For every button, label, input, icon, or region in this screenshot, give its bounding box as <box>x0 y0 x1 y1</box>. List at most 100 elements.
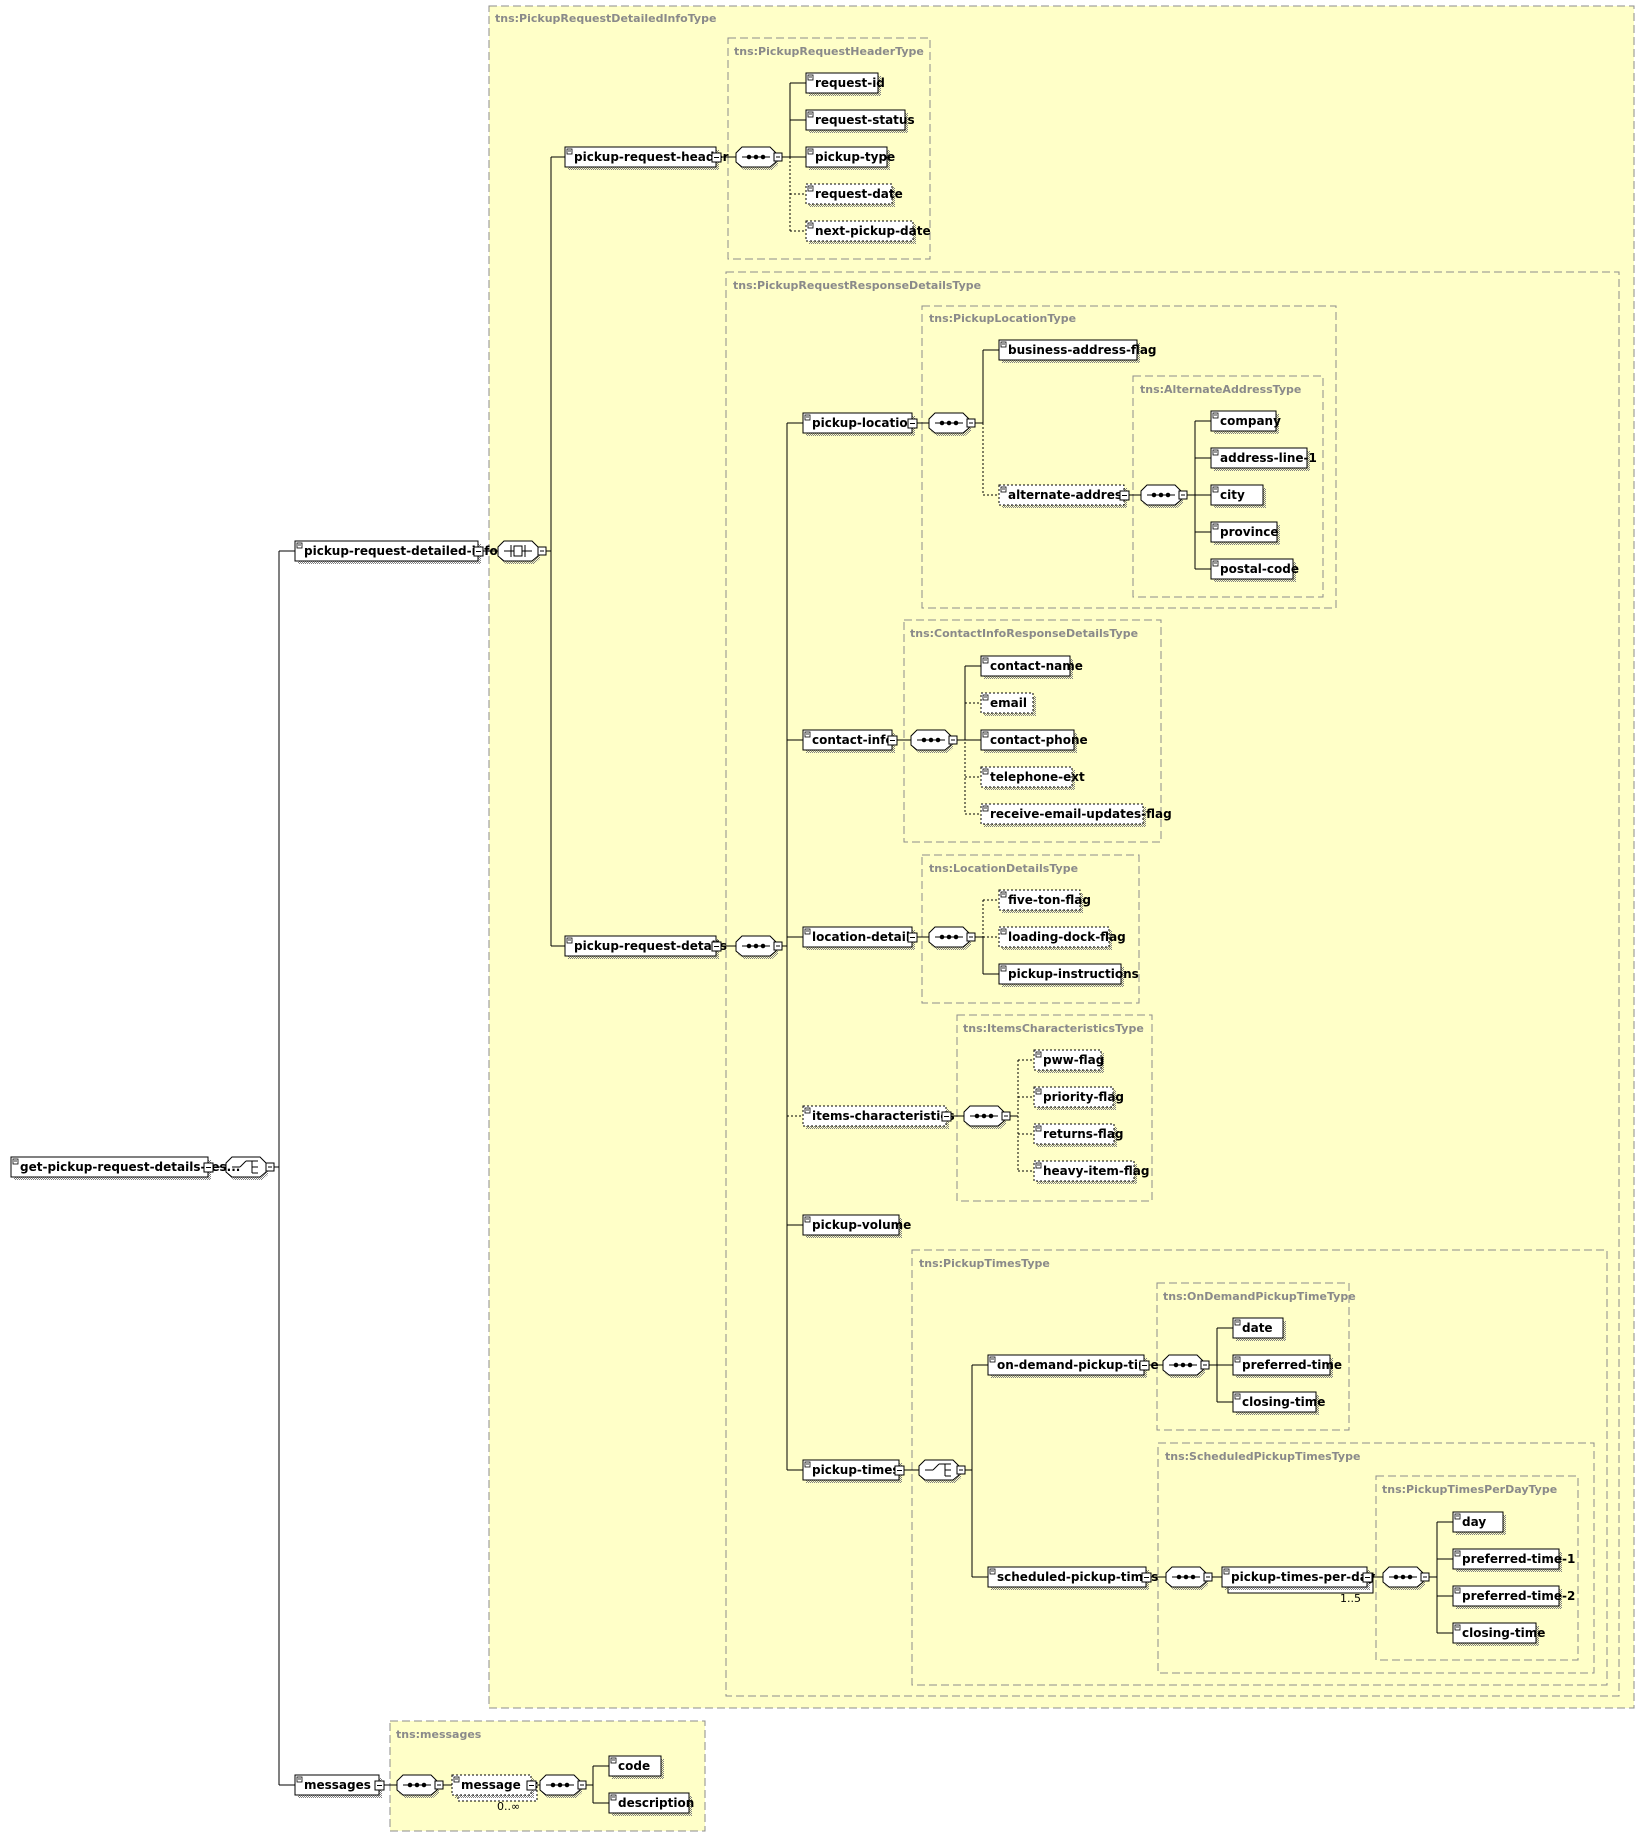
element-pww-flag[interactable]: pww-flag <box>1033 1049 1104 1073</box>
collapse-toggle-icon[interactable] <box>887 735 898 746</box>
element-label: preferred-time-2 <box>1462 1589 1575 1603</box>
element-location-details[interactable]: location-details <box>802 926 918 950</box>
type-label-items-characteristics: tns:ItemsCharacteristicsType <box>963 1022 1144 1035</box>
element-box <box>805 109 906 131</box>
element-email[interactable]: email <box>980 692 1036 716</box>
element-contact-info[interactable]: contact-info <box>802 729 898 753</box>
element-message[interactable]: message <box>451 1774 538 1802</box>
element-box <box>1210 447 1308 469</box>
element-receive-email-updates-flag[interactable]: receive-email-updates-flag <box>980 803 1172 827</box>
element-pickup-times-per-day[interactable]: pickup-times-per-day <box>1221 1566 1375 1594</box>
element-glyph-icon <box>1000 486 1007 493</box>
element-box <box>1210 410 1277 432</box>
element-label: priority-flag <box>1043 1090 1124 1104</box>
element-contact-phone[interactable]: contact-phone <box>980 729 1088 753</box>
collapse-toggle-icon[interactable] <box>907 932 918 943</box>
element-box <box>980 692 1034 714</box>
element-postal-code[interactable]: postal-code <box>1210 558 1299 582</box>
collapse-toggle-icon[interactable] <box>941 1111 952 1122</box>
collapse-toggle-icon[interactable] <box>894 1465 905 1476</box>
element-pickup-request-detailed-info[interactable]: pickup-request-detailed-info <box>294 540 498 564</box>
collapse-toggle-icon[interactable] <box>711 941 722 952</box>
element-description[interactable]: description <box>608 1792 694 1816</box>
element-request-date[interactable]: request-date <box>805 183 903 207</box>
element-province[interactable]: province <box>1210 521 1280 545</box>
collapse-toggle-icon[interactable] <box>1362 1572 1373 1583</box>
element-priority-flag[interactable]: priority-flag <box>1033 1086 1124 1110</box>
element-label: description <box>618 1796 694 1810</box>
element-glyph-icon <box>1000 891 1007 898</box>
element-box <box>980 766 1073 788</box>
element-root[interactable]: get-pickup-request-details-res... <box>10 1156 240 1180</box>
element-pickup-instructions[interactable]: pickup-instructions <box>998 963 1139 987</box>
element-pickup-location[interactable]: pickup-location <box>802 412 918 436</box>
element-box <box>1033 1049 1102 1071</box>
collapse-toggle-icon[interactable] <box>526 1780 537 1791</box>
element-request-id[interactable]: request-id <box>805 72 885 96</box>
element-label: pickup-request-detailed-info <box>304 544 498 558</box>
element-code[interactable]: code <box>608 1755 664 1779</box>
collapse-toggle-icon[interactable] <box>473 546 484 557</box>
sequence-items-characteristics <box>963 1105 1011 1129</box>
element-glyph-icon <box>804 1107 811 1114</box>
element-label: city <box>1220 488 1245 502</box>
choice-compositor-root <box>225 1156 275 1180</box>
element-returns-flag[interactable]: returns-flag <box>1033 1123 1124 1147</box>
element-pickup-type[interactable]: pickup-type <box>805 146 895 170</box>
element-contact-name[interactable]: contact-name <box>980 655 1083 679</box>
element-pickup-request-details[interactable]: pickup-request-details <box>564 935 727 959</box>
element-label: loading-dock-flag <box>1008 930 1126 944</box>
collapse-toggle-icon[interactable] <box>711 152 722 163</box>
element-box <box>805 146 888 168</box>
element-request-status[interactable]: request-status <box>805 109 915 133</box>
element-address-line-1[interactable]: address-line-1 <box>1210 447 1317 471</box>
collapse-toggle-icon[interactable] <box>203 1162 214 1173</box>
element-pickup-times[interactable]: pickup-times <box>802 1459 905 1483</box>
element-loading-dock-flag[interactable]: loading-dock-flag <box>998 926 1126 950</box>
element-glyph-icon <box>1000 928 1007 935</box>
collapse-toggle-icon[interactable] <box>1139 1360 1150 1371</box>
element-closing-time-sc[interactable]: closing-time <box>1452 1622 1545 1646</box>
collapse-toggle-icon[interactable] <box>1141 1572 1152 1583</box>
type-label-alternate-address: tns:AlternateAddressType <box>1140 383 1301 396</box>
element-five-ton-flag[interactable]: five-ton-flag <box>998 889 1091 913</box>
element-glyph-icon <box>296 1776 303 1783</box>
element-label: request-date <box>815 187 903 201</box>
element-box <box>998 484 1125 506</box>
type-boxes: tns:PickupRequestDetailedInfoType tns:Pi… <box>389 5 1635 1832</box>
element-on-demand-pickup-time[interactable]: on-demand-pickup-time <box>987 1354 1159 1378</box>
element-company[interactable]: company <box>1210 410 1281 434</box>
element-pickup-volume[interactable]: pickup-volume <box>802 1214 911 1238</box>
element-box <box>1033 1160 1135 1182</box>
element-telephone-ext[interactable]: telephone-ext <box>980 766 1085 790</box>
type-label-scheduled: tns:ScheduledPickupTimesType <box>1165 1450 1360 1463</box>
element-preferred-time-1[interactable]: preferred-time-1 <box>1452 1548 1575 1572</box>
element-heavy-item-flag[interactable]: heavy-item-flag <box>1033 1160 1149 1184</box>
element-alternate-address[interactable]: alternate-address <box>998 484 1130 508</box>
element-date[interactable]: date <box>1232 1317 1286 1341</box>
collapse-toggle-icon[interactable] <box>907 418 918 429</box>
element-label: province <box>1220 525 1278 539</box>
element-pickup-request-header[interactable]: pickup-request-header <box>564 146 729 170</box>
element-glyph-icon <box>1212 449 1219 456</box>
element-box <box>1452 1548 1560 1570</box>
element-city[interactable]: city <box>1210 484 1266 508</box>
collapse-toggle-icon[interactable] <box>374 1780 385 1791</box>
element-business-address-flag[interactable]: business-address-flag <box>998 339 1157 363</box>
element-items-characteristics[interactable]: items-characteristics <box>802 1105 955 1129</box>
element-scheduled-pickup-times[interactable]: scheduled-pickup-times <box>987 1566 1158 1590</box>
collapse-toggle-icon[interactable] <box>1119 490 1130 501</box>
sequence-message <box>539 1774 587 1798</box>
element-box <box>1452 1622 1537 1644</box>
element-glyph-icon <box>804 731 811 738</box>
element-glyph-icon <box>804 414 811 421</box>
element-day[interactable]: day <box>1452 1511 1506 1535</box>
element-preferred-time[interactable]: preferred-time <box>1232 1354 1342 1378</box>
element-next-pickup-date[interactable]: next-pickup-date <box>805 220 931 244</box>
element-closing-time-od[interactable]: closing-time <box>1232 1391 1325 1415</box>
element-glyph-icon <box>807 222 814 229</box>
element-preferred-time-2[interactable]: preferred-time-2 <box>1452 1585 1575 1609</box>
element-box <box>998 926 1110 948</box>
element-messages[interactable]: messages <box>294 1774 385 1798</box>
